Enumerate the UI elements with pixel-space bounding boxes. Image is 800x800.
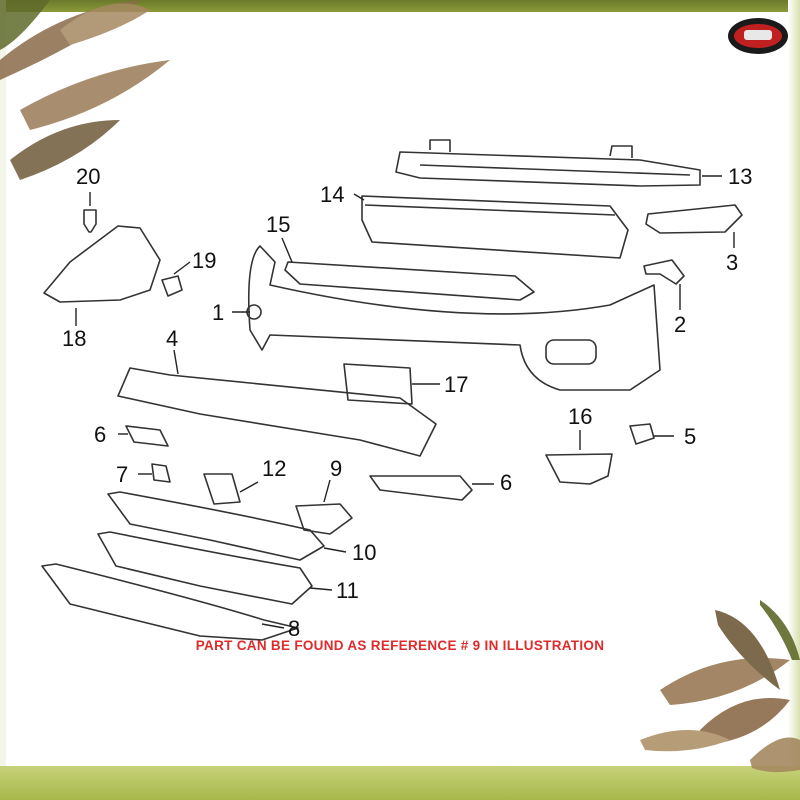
callout-4: 4: [166, 326, 179, 351]
part-6-right-trim: [369, 475, 473, 501]
leaf-decoration-bottom-right: [640, 600, 800, 773]
leaf-decoration-top-left: [0, 0, 170, 180]
part-2-bracket: [643, 259, 685, 285]
part-13-reinforcement-beam: [395, 151, 701, 187]
callout-18: 18: [62, 326, 87, 351]
part-15-upper-strip: [284, 261, 535, 301]
callout-6-right: 6: [500, 470, 513, 495]
part-11-lower-grille: [97, 531, 313, 605]
reference-caption: PART CAN BE FOUND AS REFERENCE # 9 IN IL…: [195, 638, 605, 653]
callout-3: 3: [726, 250, 739, 275]
callout-15: 15: [266, 212, 291, 237]
part-19-clip: [161, 275, 183, 297]
part-7-clip: [151, 463, 171, 483]
part-12-insert: [203, 473, 241, 505]
part-1-bumper-cover: [248, 245, 661, 391]
part-8-skid-trim: [41, 563, 299, 641]
frame-bottom-border: [0, 766, 800, 800]
callout-17: 17: [444, 372, 469, 397]
part-4-lower-valance: [117, 367, 437, 457]
part-5-sensor: [629, 423, 655, 445]
callout-16: 16: [568, 404, 593, 429]
callout-10: 10: [352, 540, 377, 565]
frame-right-border: [788, 0, 800, 800]
callout-14: 14: [320, 182, 345, 207]
shop-logo-icon: [726, 16, 790, 56]
part-18-underbody-shield: [43, 225, 161, 303]
part-20-bolt: [83, 209, 97, 233]
callout-1: 1: [212, 300, 225, 325]
callout-5: 5: [684, 424, 697, 449]
part-17-license-bracket: [343, 363, 413, 405]
callout-2: 2: [674, 312, 687, 337]
frame-top-border: [0, 0, 800, 12]
part-6-left-trim: [125, 425, 169, 447]
callout-7: 7: [116, 462, 129, 487]
callout-20: 20: [76, 164, 101, 189]
callout-6-left: 6: [94, 422, 107, 447]
part-9-grille-insert: [295, 503, 353, 535]
callout-8: 8: [288, 616, 301, 641]
callout-19: 19: [192, 248, 217, 273]
part-14-absorber: [361, 195, 629, 259]
callout-13: 13: [728, 164, 753, 189]
callout-12: 12: [262, 456, 287, 481]
part-16-fog-bezel: [545, 453, 613, 485]
frame-left-border: [0, 0, 6, 800]
part-10-grille: [107, 491, 325, 561]
part-3-side-bracket: [645, 204, 743, 234]
callout-11: 11: [336, 578, 359, 603]
callout-9: 9: [330, 456, 343, 481]
leader-lines: [75, 175, 735, 629]
